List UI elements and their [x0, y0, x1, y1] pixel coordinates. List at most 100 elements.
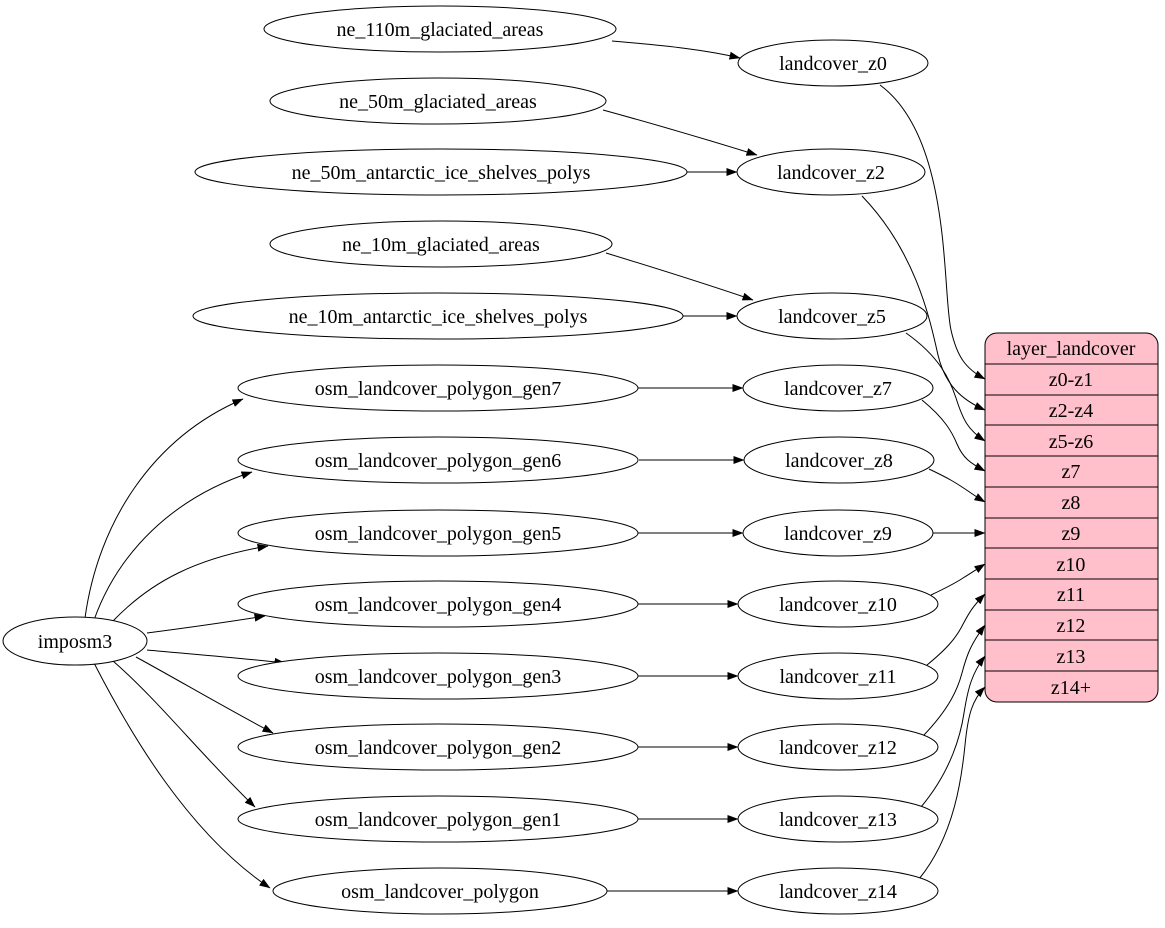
node-landcover-z10-shape	[737, 580, 939, 628]
node-landcover-z2: landcover_z2	[736, 148, 926, 196]
node-osm-landcover-polygon-gen7-shape	[237, 364, 639, 412]
node-osm-landcover-polygon-gen5: osm_landcover_polygon_gen5	[237, 509, 639, 557]
edge-z10-to-row-z10	[930, 563, 986, 596]
record-row-z14plus: z14+	[1051, 677, 1091, 699]
node-osm-landcover-polygon-gen3: osm_landcover_polygon_gen3	[237, 652, 639, 700]
node-ne-10m-glaciated-areas-shape	[269, 220, 613, 268]
node-landcover-z11-label: landcover_z11	[780, 666, 897, 688]
edge-imposm3-to-gen2	[135, 656, 274, 734]
edge-z7-to-row-z7	[921, 399, 986, 472]
edge-z5-to-row-z5-z6	[905, 332, 986, 442]
node-landcover-z5-shape	[736, 292, 928, 340]
node-landcover-z13-label: landcover_z13	[779, 809, 897, 831]
record-row-z13: z13	[1057, 646, 1086, 668]
edge-z11-to-row-z11	[926, 593, 986, 666]
edge-z12-to-row-z12	[922, 624, 986, 737]
edge-z8-to-row-z8	[928, 468, 986, 503]
node-osm-landcover-polygon-gen7-label: osm_landcover_polygon_gen7	[315, 378, 562, 400]
edge-ne110m-glaciated-to-z0	[611, 40, 741, 60]
edge-imposm3-to-gen3	[146, 649, 286, 666]
edge-z0-to-row-z0-z1	[879, 84, 986, 380]
node-landcover-z7: landcover_z7	[742, 364, 934, 412]
record-row-z10: z10	[1057, 554, 1086, 576]
node-landcover-z7-label: landcover_z7	[784, 378, 892, 400]
node-ne-10m-antarctic-ice-shelves-polys: ne_10m_antarctic_ice_shelves_polys	[192, 292, 684, 340]
node-osm-landcover-polygon-gen6: osm_landcover_polygon_gen6	[237, 436, 639, 484]
node-landcover-z14-shape	[737, 867, 939, 915]
record-row-z9: z9	[1062, 523, 1081, 545]
node-landcover-z9-shape	[742, 509, 934, 557]
node-osm-landcover-polygon-label: osm_landcover_polygon	[341, 881, 539, 903]
node-ne-110m-glaciated-areas-label: ne_110m_glaciated_areas	[337, 19, 544, 41]
node-osm-landcover-polygon-shape	[272, 867, 608, 915]
node-landcover-z14: landcover_z14	[737, 867, 939, 915]
node-ne-50m-antarctic-ice-shelves-polys: ne_50m_antarctic_ice_shelves_polys	[194, 148, 688, 196]
node-osm-landcover-polygon-gen6-shape	[237, 436, 639, 484]
node-osm-landcover-polygon-gen2-label: osm_landcover_polygon_gen2	[315, 737, 562, 759]
node-osm-landcover-polygon-gen1-label: osm_landcover_polygon_gen1	[315, 809, 562, 831]
edge-imposm3-to-gen5	[111, 543, 269, 623]
edge-ne50m-glaciated-to-z2	[602, 109, 758, 156]
node-osm-landcover-polygon-gen6-label: osm_landcover_polygon_gen6	[315, 450, 562, 472]
node-osm-landcover-polygon-gen5-label: osm_landcover_polygon_gen5	[315, 523, 562, 545]
node-ne-110m-glaciated-areas: ne_110m_glaciated_areas	[263, 5, 617, 53]
node-osm-landcover-polygon-gen1: osm_landcover_polygon_gen1	[237, 795, 639, 843]
node-osm-landcover-polygon-gen5-shape	[237, 509, 639, 557]
edge-imposm3-to-gen4	[146, 613, 266, 634]
node-osm-landcover-polygon-gen1-shape	[237, 795, 639, 843]
node-landcover-z2-shape	[736, 148, 926, 196]
node-landcover-z8-shape	[743, 436, 935, 484]
node-imposm3-shape	[2, 616, 148, 666]
node-imposm3-label: imposm3	[38, 631, 112, 653]
edge-imposm3-to-polygon	[93, 662, 271, 889]
node-landcover-z2-label: landcover_z2	[777, 162, 885, 184]
record-title: layer_landcover	[1007, 338, 1136, 360]
node-landcover-z12: landcover_z12	[737, 723, 939, 771]
node-landcover-z0-label: landcover_z0	[779, 53, 887, 75]
node-landcover-z11-shape	[737, 652, 939, 700]
node-landcover-z8: landcover_z8	[743, 436, 935, 484]
edge-z14-to-row-z14plus	[918, 686, 986, 880]
node-landcover-z5: landcover_z5	[736, 292, 928, 340]
record-row-z2-z4: z2-z4	[1049, 400, 1093, 422]
node-landcover-z9-label: landcover_z9	[784, 523, 892, 545]
record-row-z0-z1: z0-z1	[1049, 369, 1093, 391]
node-ne-50m-antarctic-ice-shelves-polys-shape	[194, 148, 688, 196]
node-imposm3: imposm3	[2, 616, 148, 666]
node-osm-landcover-polygon-gen2: osm_landcover_polygon_gen2	[237, 723, 639, 771]
node-ne-10m-antarctic-ice-shelves-polys-shape	[192, 292, 684, 340]
node-ne-10m-antarctic-ice-shelves-polys-label: ne_10m_antarctic_ice_shelves_polys	[289, 306, 588, 328]
node-landcover-z10: landcover_z10	[737, 580, 939, 628]
edge-imposm3-to-gen6	[93, 471, 253, 621]
node-ne-50m-antarctic-ice-shelves-polys-label: ne_50m_antarctic_ice_shelves_polys	[292, 162, 591, 184]
node-osm-landcover-polygon-gen4-shape	[237, 580, 639, 628]
node-osm-landcover-polygon-gen3-shape	[237, 652, 639, 700]
node-osm-landcover-polygon-gen4-label: osm_landcover_polygon_gen4	[315, 594, 562, 616]
edge-z2-to-row-z2-z4	[861, 195, 986, 411]
node-landcover-z5-label: landcover_z5	[778, 306, 886, 328]
node-landcover-z13-shape	[737, 795, 939, 843]
node-landcover-z12-label: landcover_z12	[779, 737, 897, 759]
node-landcover-z11: landcover_z11	[737, 652, 939, 700]
node-landcover-z8-label: landcover_z8	[785, 450, 893, 472]
node-osm-landcover-polygon: osm_landcover_polygon	[272, 867, 608, 915]
node-landcover-z14-label: landcover_z14	[779, 881, 897, 903]
node-landcover-z12-shape	[737, 723, 939, 771]
record-layer-landcover: layer_landcover z0-z1 z2-z4 z5-z6 z7 z8 …	[984, 332, 1159, 703]
node-ne-10m-glaciated-areas-label: ne_10m_glaciated_areas	[342, 234, 540, 256]
node-landcover-z13: landcover_z13	[737, 795, 939, 843]
edge-imposm3-to-gen1	[112, 660, 256, 808]
node-ne-10m-glaciated-areas: ne_10m_glaciated_areas	[269, 220, 613, 268]
record-row-z8: z8	[1062, 492, 1081, 514]
node-osm-landcover-polygon-gen2-shape	[237, 723, 639, 771]
node-landcover-z7-shape	[742, 364, 934, 412]
node-ne-50m-glaciated-areas-label: ne_50m_glaciated_areas	[339, 91, 537, 113]
node-landcover-z9: landcover_z9	[742, 509, 934, 557]
node-ne-110m-glaciated-areas-shape	[263, 5, 617, 53]
node-ne-50m-glaciated-areas: ne_50m_glaciated_areas	[269, 77, 607, 125]
record-row-z11: z11	[1057, 584, 1085, 606]
node-landcover-z10-label: landcover_z10	[779, 594, 897, 616]
node-osm-landcover-polygon-gen7: osm_landcover_polygon_gen7	[237, 364, 639, 412]
